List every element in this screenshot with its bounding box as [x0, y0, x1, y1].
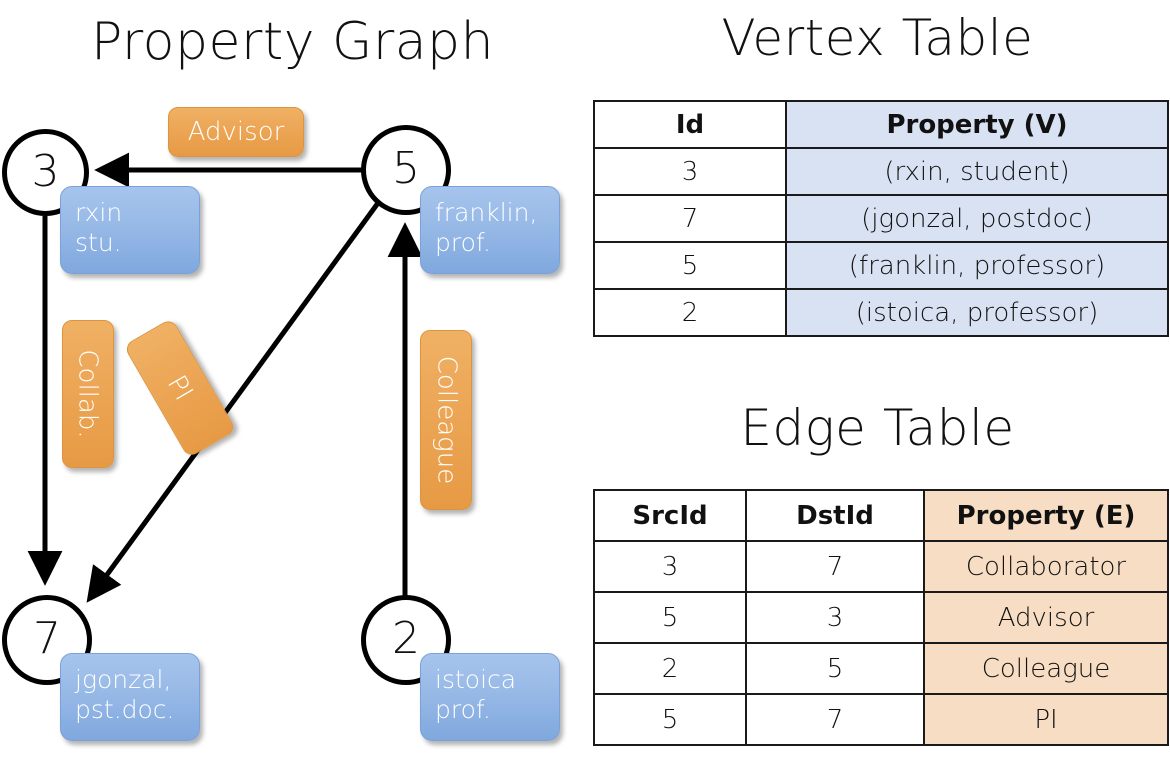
edge-cell-dstid: 7: [745, 540, 925, 593]
vertex-cell-property: (rxin, student): [785, 147, 1169, 196]
edge-cell-property: Colleague: [923, 642, 1169, 695]
edge-label-box-colleague: Colleague: [420, 330, 472, 510]
table-row[interactable]: 2 5 Colleague: [593, 642, 1169, 695]
edge-cell-property: PI: [923, 693, 1169, 746]
vertex-cell-id: 2: [593, 288, 787, 337]
table-row[interactable]: 3 7 Collaborator: [593, 540, 1169, 593]
vertex-table-header-row: Id Property (V): [593, 100, 1169, 149]
graph-node-5[interactable]: 5: [361, 125, 451, 215]
vertex-property-box-jgonzal: jgonzal, pst.doc.: [60, 653, 200, 741]
graph-node-3-label: 3: [31, 145, 60, 197]
page-title-edge-table: Edge Table: [740, 399, 1015, 457]
vertex-table: Id Property (V) 3 (rxin, student) 7 (jgo…: [593, 100, 1169, 337]
edge-label-colleague-text: Colleague: [431, 355, 462, 485]
table-row[interactable]: 5 (franklin, professor): [593, 241, 1169, 290]
property-graph-diagram: 3 5 7 2 rxin stu. franklin, prof. jgonza…: [2, 107, 560, 741]
edge-cell-property: Collaborator: [923, 540, 1169, 593]
edge-label-collab-text: Collab.: [73, 349, 103, 439]
edge-label-box-advisor: Advisor: [168, 107, 304, 157]
edge-table-header-row: SrcId DstId Property (E): [593, 489, 1169, 542]
graph-node-2-label: 2: [392, 613, 420, 664]
vertex-cell-id: 7: [593, 194, 787, 243]
vertex-table-header-property: Property (V): [785, 100, 1169, 149]
table-row[interactable]: 3 (rxin, student): [593, 147, 1169, 196]
edge-label-pi-text: PI: [161, 370, 199, 406]
table-row[interactable]: 5 3 Advisor: [593, 591, 1169, 644]
edge-cell-dstid: 3: [745, 591, 925, 644]
edge-label-advisor-text: Advisor: [187, 117, 285, 147]
vertex-table-header-id: Id: [593, 100, 787, 149]
edge-cell-property: Advisor: [923, 591, 1169, 644]
graph-node-2[interactable]: 2: [361, 595, 451, 685]
page-title-vertex-table: Vertex Table: [721, 9, 1034, 67]
edge-cell-dstid: 5: [745, 642, 925, 695]
vertex-property-box-rxin: rxin stu.: [60, 186, 200, 274]
edge-cell-dstid: 7: [745, 693, 925, 746]
vertex-property-box-franklin: franklin, prof.: [420, 186, 560, 274]
vertex-property-box-istoica: istoica prof.: [420, 653, 560, 741]
vertex-cell-property: (istoica, professor): [785, 288, 1169, 337]
table-row[interactable]: 2 (istoica, professor): [593, 288, 1169, 337]
edge-5-to-7-pi: [86, 201, 381, 603]
edge-table-header-property: Property (E): [923, 489, 1169, 542]
vertex-cell-property: (jgonzal, postdoc): [785, 194, 1169, 243]
edge-cell-srcid: 2: [593, 642, 747, 695]
graph-node-7-label: 7: [33, 613, 61, 664]
edge-cell-srcid: 5: [593, 591, 747, 644]
graph-node-5-label: 5: [392, 143, 420, 194]
graph-edges-layer: [27, 152, 423, 603]
table-row[interactable]: 5 7 PI: [593, 693, 1169, 746]
vertex-cell-id: 5: [593, 241, 787, 290]
edge-label-box-collab: Collab.: [62, 320, 114, 468]
vertex-cell-id: 3: [593, 147, 787, 196]
edge-table-header-dstid: DstId: [745, 489, 925, 542]
table-row[interactable]: 7 (jgonzal, postdoc): [593, 194, 1169, 243]
page-title-property-graph: Property Graph: [90, 12, 495, 72]
vertex-cell-property: (franklin, professor): [785, 241, 1169, 290]
edge-table: SrcId DstId Property (E) 3 7 Collaborato…: [593, 489, 1169, 746]
edge-table-header-srcid: SrcId: [593, 489, 747, 542]
edge-cell-srcid: 3: [593, 540, 747, 593]
edge-cell-srcid: 5: [593, 693, 747, 746]
